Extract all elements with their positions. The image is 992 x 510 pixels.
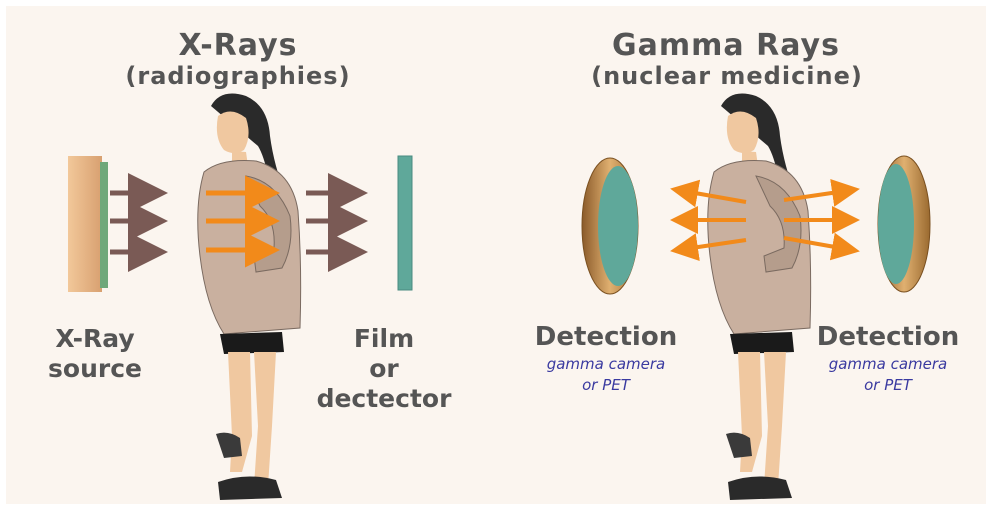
gamma-subtitle: (nuclear medicine) xyxy=(562,62,892,90)
xray-source-label-line2: source xyxy=(20,354,170,384)
diagram-canvas: X-Rays (radiographies) Gamma Rays (nucle… xyxy=(6,6,986,504)
xray-subtitle: (radiographies) xyxy=(108,62,368,90)
xray-arrows-outgoing xyxy=(306,193,358,252)
right-detection-caption: gamma camera or PET xyxy=(788,354,988,396)
film-detector-label-line2: or xyxy=(294,354,474,384)
right-detection-label: Detection xyxy=(788,322,988,352)
film-detector-label-line1: Film xyxy=(294,324,474,354)
gamma-detector-right xyxy=(878,156,930,292)
gamma-title: Gamma Rays xyxy=(576,28,876,63)
person-xray xyxy=(198,94,301,500)
right-caption-line2: or PET xyxy=(788,375,988,396)
left-detection-label: Detection xyxy=(506,322,706,352)
person-gamma xyxy=(708,94,811,500)
xray-title: X-Rays xyxy=(158,28,318,63)
right-caption-line1: gamma camera xyxy=(788,354,988,375)
xray-source-plate xyxy=(68,156,108,292)
gamma-arrows-right xyxy=(784,190,852,250)
xray-source-label-line1: X-Ray xyxy=(20,324,170,354)
gamma-detector-left xyxy=(582,158,638,294)
xray-arrows-incoming xyxy=(110,193,158,252)
xray-source-label: X-Ray source xyxy=(20,324,170,384)
left-caption-line1: gamma camera xyxy=(506,354,706,375)
film-detector-label-line3: dectector xyxy=(294,384,474,414)
left-detection-caption: gamma camera or PET xyxy=(506,354,706,396)
left-caption-line2: or PET xyxy=(506,375,706,396)
film-detector-label: Film or dectector xyxy=(294,324,474,414)
film-detector-plate xyxy=(398,156,412,290)
